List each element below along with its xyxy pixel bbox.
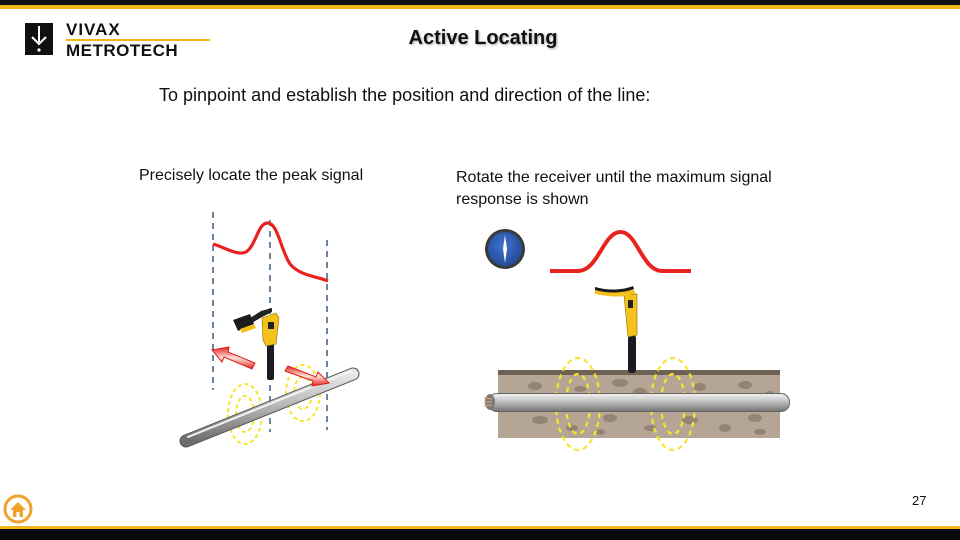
bottom-bar xyxy=(0,529,960,540)
vivax-metrotech-logo: VIVAX METROTECH xyxy=(25,20,215,60)
home-button[interactable] xyxy=(3,494,33,524)
max-signal-curve xyxy=(550,230,691,273)
right-caption: Rotate the receiver until the maximum si… xyxy=(456,169,772,208)
logo-text-metrotech: METROTECH xyxy=(66,41,179,60)
page-number: 27 xyxy=(912,493,927,508)
logo-mark-icon xyxy=(25,23,53,55)
buried-cable xyxy=(483,393,790,412)
dashed-guide-lines xyxy=(212,212,328,432)
compass-icon xyxy=(485,229,525,269)
top-bar xyxy=(0,0,960,5)
bottom-accent-stripe xyxy=(0,526,960,529)
top-accent-stripe xyxy=(0,5,960,9)
arrow-right xyxy=(284,365,331,387)
peak-signal-curve xyxy=(212,221,329,283)
home-icon xyxy=(3,494,33,524)
page-title: Active Locating xyxy=(408,27,558,49)
arrow-left xyxy=(211,346,256,370)
receiver-right xyxy=(595,286,638,373)
slide-subtitle: To pinpoint and establish the position a… xyxy=(159,85,651,105)
left-caption: Precisely locate the peak signal xyxy=(139,167,364,184)
receiver-left xyxy=(233,308,280,380)
logo-text-vivax: VIVAX xyxy=(66,20,121,39)
logo-divider xyxy=(66,39,210,41)
